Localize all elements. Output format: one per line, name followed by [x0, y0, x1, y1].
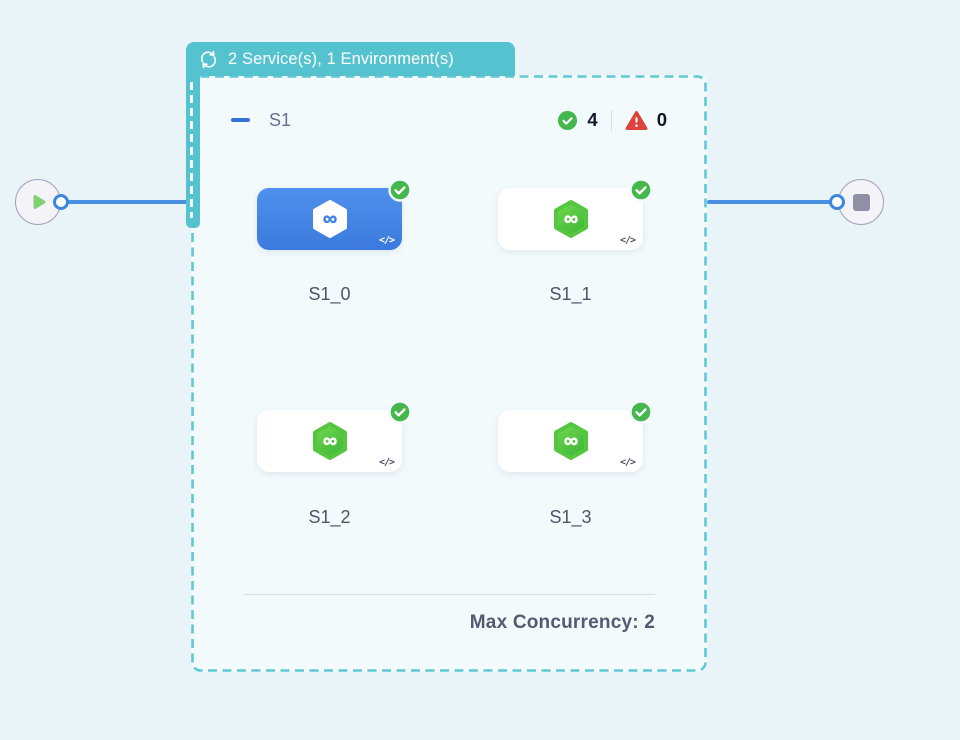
max-concurrency-label: Max Concurrency: 2: [469, 612, 655, 633]
code-icon: </>: [619, 457, 636, 468]
service-card-s1-0[interactable]: ∞ </>: [257, 178, 412, 250]
infinity-icon: ∞: [563, 430, 577, 452]
group-header: S1 4 0: [231, 107, 667, 133]
service-hexagon-icon: ∞: [553, 200, 588, 238]
service-card-s1-3[interactable]: ∞ </>: [498, 400, 653, 472]
matrix-summary-tab[interactable]: 2 Service(s), 1 Environment(s): [186, 42, 515, 76]
code-icon: </>: [378, 235, 395, 246]
connector-line-right: [707, 200, 833, 204]
count-divider: [610, 109, 612, 131]
dashed-border: [191, 75, 707, 672]
service-label: S1_3: [549, 507, 592, 527]
service-card-s1-2[interactable]: ∞ </>: [257, 400, 412, 472]
service-label: S1_1: [549, 284, 592, 304]
service-label: S1_0: [308, 284, 351, 304]
play-icon: [33, 195, 46, 209]
connector-line-left: [60, 200, 190, 204]
matrix-tab-strip: [186, 70, 200, 228]
check-badge-icon: [388, 178, 412, 202]
collapse-icon[interactable]: [231, 118, 250, 122]
infinity-icon: ∞: [322, 208, 336, 230]
success-icon: [558, 110, 578, 130]
stop-icon: [852, 193, 870, 211]
warning-icon: [625, 110, 648, 130]
group-header-left: S1: [231, 110, 291, 131]
check-badge-icon: [388, 400, 412, 424]
matrix-summary-label: 2 Service(s), 1 Environment(s): [228, 49, 454, 68]
infinity-icon: ∞: [322, 430, 336, 452]
start-port-dot[interactable]: [53, 194, 69, 210]
service-hexagon-icon: ∞: [312, 200, 347, 238]
service-card-s1-1[interactable]: ∞ </>: [498, 178, 653, 250]
service-label: S1_2: [308, 507, 351, 527]
code-icon: </>: [619, 235, 636, 246]
group-name: S1: [269, 109, 292, 130]
pipeline-end-node[interactable]: [838, 179, 884, 225]
success-count: 4: [587, 109, 598, 130]
end-port-dot[interactable]: [829, 194, 845, 210]
strip-dash-overlay: [190, 82, 193, 218]
matrix-stage-container: S1 4 0 ∞: [191, 75, 707, 672]
footer-divider: [243, 594, 655, 595]
check-badge-icon: [629, 178, 653, 202]
group-status-counts: 4 0: [557, 109, 667, 131]
service-hexagon-icon: ∞: [312, 422, 347, 460]
loop-icon: [200, 50, 217, 68]
failure-count: 0: [656, 109, 667, 130]
service-hexagon-icon: ∞: [553, 422, 588, 460]
infinity-icon: ∞: [563, 208, 577, 230]
check-badge-icon: [629, 400, 653, 424]
code-icon: </>: [378, 457, 395, 468]
